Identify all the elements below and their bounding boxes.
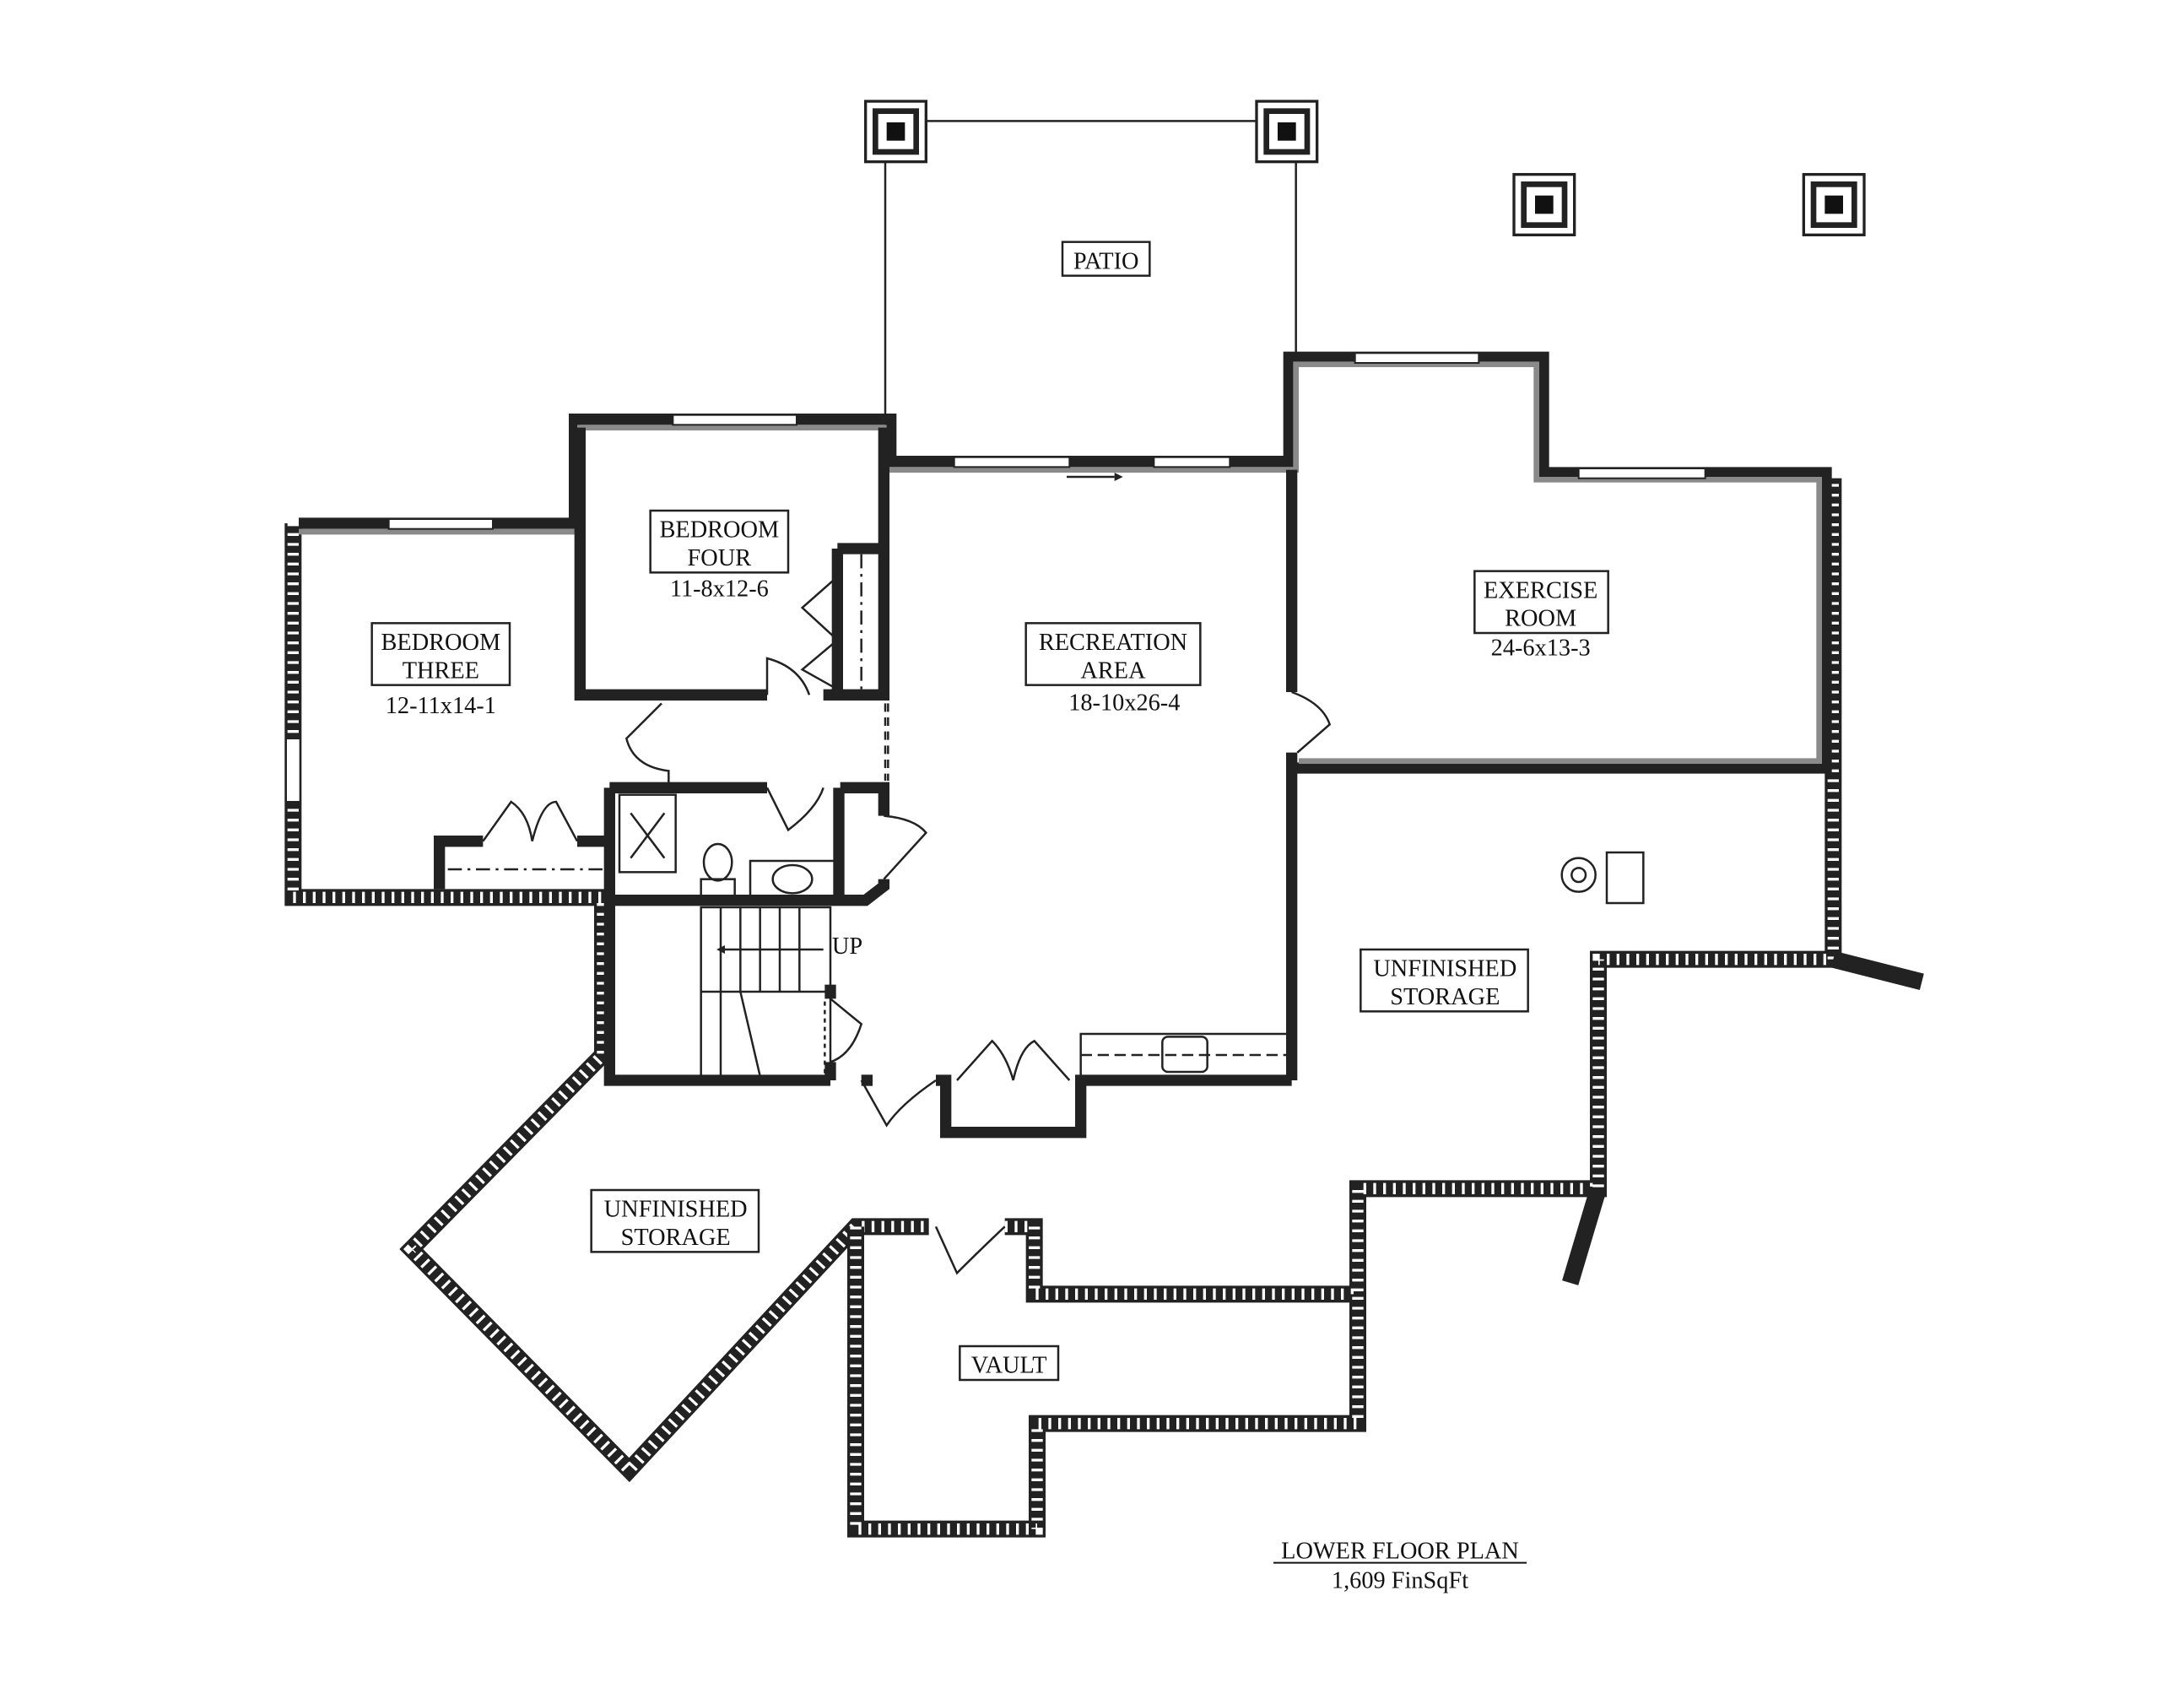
room-label-vault: VAULT xyxy=(959,1344,1060,1382)
plan-subtitle: 1,609 FinSqFt xyxy=(1332,1568,1468,1594)
room-label-text: ROOM xyxy=(1505,606,1576,632)
room-label-text: BEDROOM xyxy=(381,630,501,656)
column-icon xyxy=(1802,173,1866,236)
water-heater-icon xyxy=(1560,857,1597,893)
patio-outline xyxy=(884,120,1297,419)
toilet-icon xyxy=(700,842,736,897)
plan-title-block: LOWER FLOOR PLAN 1,609 FinSqFt xyxy=(1273,1539,1527,1594)
sink-icon xyxy=(749,859,836,899)
room-label-text: FOUR xyxy=(688,545,752,571)
column-icon xyxy=(1255,100,1319,164)
room-label-text: UNFINISHED xyxy=(604,1197,748,1223)
room-label-text: 24-6x13-3 xyxy=(1491,636,1591,662)
column-icon xyxy=(864,100,927,164)
column-icons xyxy=(864,100,1866,236)
room-label-unfinished-storage-left: UNFINISHED STORAGE xyxy=(590,1188,760,1253)
stair-up-label: UP xyxy=(832,933,862,960)
room-label-text: 11-8x12-6 xyxy=(670,576,769,603)
interior-walls xyxy=(299,351,1832,1139)
room-label-unfinished-storage-right: UNFINISHED STORAGE xyxy=(1360,948,1529,1013)
foundation-walls xyxy=(284,478,1924,1538)
room-label-text: AREA xyxy=(1080,657,1146,684)
room-label-bedroom-three: BEDROOM THREE 12-11x14-1 xyxy=(370,622,511,719)
room-label-text: VAULT xyxy=(971,1353,1047,1379)
room-label-patio: PATIO xyxy=(1061,241,1151,277)
room-label-text: PATIO xyxy=(1073,248,1139,274)
room-label-text: UNFINISHED xyxy=(1373,956,1516,982)
room-label-text: THREE xyxy=(403,657,479,684)
shower-icon xyxy=(618,793,677,874)
plan-title: LOWER FLOOR PLAN xyxy=(1281,1539,1519,1565)
room-label-bedroom-four: BEDROOM FOUR 11-8x12-6 xyxy=(649,509,790,603)
column-icon xyxy=(1512,173,1576,236)
room-label-text: RECREATION xyxy=(1039,630,1187,656)
room-label-text: STORAGE xyxy=(1390,984,1500,1010)
room-label-text: EXERCISE xyxy=(1484,577,1597,603)
sliding-door-arrow-icon xyxy=(1067,473,1123,481)
room-label-text: STORAGE xyxy=(621,1225,731,1251)
room-label-recreation-area: RECREATION AREA 18-10x26-4 xyxy=(1024,622,1202,717)
room-label-text: BEDROOM xyxy=(660,517,780,544)
furnace-icon xyxy=(1605,851,1645,905)
room-label-text: 18-10x26-4 xyxy=(1068,690,1180,717)
staircase xyxy=(700,906,832,1078)
room-label-text: 12-11x14-1 xyxy=(386,693,496,719)
room-label-exercise-room: EXERCISE ROOM 24-6x13-3 xyxy=(1473,570,1609,662)
windows xyxy=(285,352,1706,803)
doors xyxy=(482,576,1332,1275)
